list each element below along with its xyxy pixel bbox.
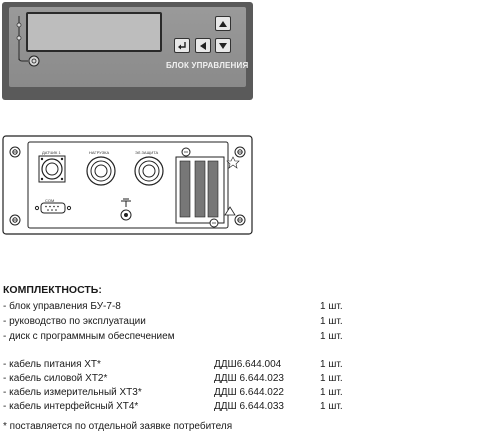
connector-protection-icon [134,156,164,186]
kit-item-name: - диск с программным обеспечением [3,331,175,342]
kit-item-qty: 1 шт. [320,373,343,384]
com-port-icon [34,202,72,214]
kit-item-qty: 1 шт. [320,316,343,327]
lcd-display [26,12,162,52]
panel-brand-label: БЛОК УПРАВЛЕНИЯ [166,61,249,70]
kit-item-name: - руководство по эксплуатации [3,316,146,327]
led-2 [16,35,22,41]
footnote: * поставляется по отдельной заявке потре… [3,421,233,432]
screw-icon [234,214,246,226]
kit-item-code: ДДШ6.644.004 [214,359,282,370]
warning-icon [224,206,236,216]
key-left[interactable] [195,38,211,53]
arrow-down-icon [219,42,227,49]
screw-icon [9,146,21,158]
connector-sensor-icon [38,155,66,183]
led-1 [16,22,22,28]
screw-icon [9,214,21,226]
key-down[interactable] [215,38,231,53]
kit-item-qty: 1 шт. [320,359,343,370]
power-module-icon [175,147,240,228]
kit-title: КОМПЛЕКТНОСТЬ: [3,284,102,296]
connector-label-1: ДАТЧИК 1 [42,150,61,155]
kit-item-qty: 1 шт. [320,301,343,312]
arrow-up-icon [219,20,227,27]
enter-icon [177,41,186,49]
connector-label-2: НАГРУЗКА [89,150,110,155]
kit-item-code: ДДШ 6.644.022 [214,387,284,398]
connector-label-3: ЭЛ.ЗАЩИТА [135,150,159,155]
kit-item-name: - кабель интерфейсный ХТ4* [3,401,139,412]
kit-item-qty: 1 шт. [320,331,343,342]
kit-item-code: ДДШ 6.644.023 [214,373,284,384]
kit-item-name: - кабель измерительный ХТ3* [3,387,142,398]
key-up[interactable] [215,16,231,31]
kit-item-qty: 1 шт. [320,401,343,412]
key-enter[interactable] [174,38,190,53]
arrow-left-icon [200,41,206,50]
com-label: COM [45,198,55,203]
ground-terminal-icon [120,198,132,221]
screw-icon [234,146,246,158]
front-panel: БЛОК УПРАВЛЕНИЯ [2,2,253,100]
kit-item-qty: 1 шт. [320,387,343,398]
kit-item-name: - кабель питания ХТ* [3,359,101,370]
kit-item-name: - кабель силовой ХТ2* [3,373,108,384]
rear-panel [2,135,253,235]
power-connector-icon [18,50,40,67]
kit-item-code: ДДШ 6.644.033 [214,401,284,412]
connector-load-icon [86,156,116,186]
kit-item-name: - блок управления БУ-7-8 [3,301,121,312]
